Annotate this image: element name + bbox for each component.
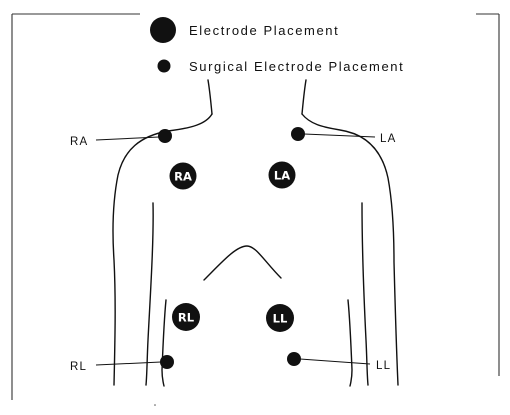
callout-la: LA bbox=[380, 133, 396, 145]
right-shoulder-line bbox=[302, 114, 398, 385]
electrode-badge-ra-label: RA bbox=[174, 170, 192, 184]
neck-right bbox=[302, 80, 306, 114]
electrode-badges: RA LA RL LL bbox=[170, 162, 296, 333]
callout-ra: RA bbox=[70, 136, 88, 148]
scan-speck bbox=[154, 404, 156, 406]
left-body-flank bbox=[348, 300, 352, 386]
torso-outline bbox=[113, 80, 398, 386]
neck-left bbox=[208, 80, 212, 114]
legend: Electrode Placement Surgical Electrode P… bbox=[150, 17, 404, 74]
surgical-electrode-rl bbox=[160, 355, 174, 369]
leader-la bbox=[304, 134, 375, 137]
electrode-legend-label: Electrode Placement bbox=[189, 23, 339, 38]
callout-leaders bbox=[96, 134, 375, 365]
electrode-badge-rl-label: RL bbox=[178, 311, 195, 325]
callout-labels: RA LA RL LL bbox=[70, 133, 396, 373]
right-body-inner-arm bbox=[146, 203, 153, 385]
electrode-badge-ra: RA bbox=[170, 163, 197, 190]
electrode-badge-ll: LL bbox=[266, 304, 294, 332]
electrode-badge-la-label: LA bbox=[274, 169, 290, 183]
electrode-legend-marker bbox=[150, 17, 176, 43]
surgical-electrode-ra bbox=[158, 129, 172, 143]
surgical-electrode-la bbox=[291, 127, 305, 141]
electrode-badge-la: LA bbox=[269, 162, 296, 189]
callout-ll: LL bbox=[376, 360, 391, 372]
electrode-badge-rl: RL bbox=[172, 303, 200, 331]
leader-rl bbox=[96, 362, 161, 365]
right-body-flank bbox=[162, 300, 166, 386]
surgical-legend-marker bbox=[158, 60, 171, 73]
leader-ll bbox=[300, 359, 370, 364]
rib-arch bbox=[204, 246, 281, 280]
surgical-electrode-ll bbox=[287, 352, 301, 366]
callout-rl: RL bbox=[70, 361, 87, 373]
leader-ra bbox=[96, 137, 159, 140]
left-body-inner-arm bbox=[362, 203, 368, 385]
surgical-legend-label: Surgical Electrode Placement bbox=[189, 59, 404, 74]
electrode-badge-ll-label: LL bbox=[273, 312, 288, 326]
